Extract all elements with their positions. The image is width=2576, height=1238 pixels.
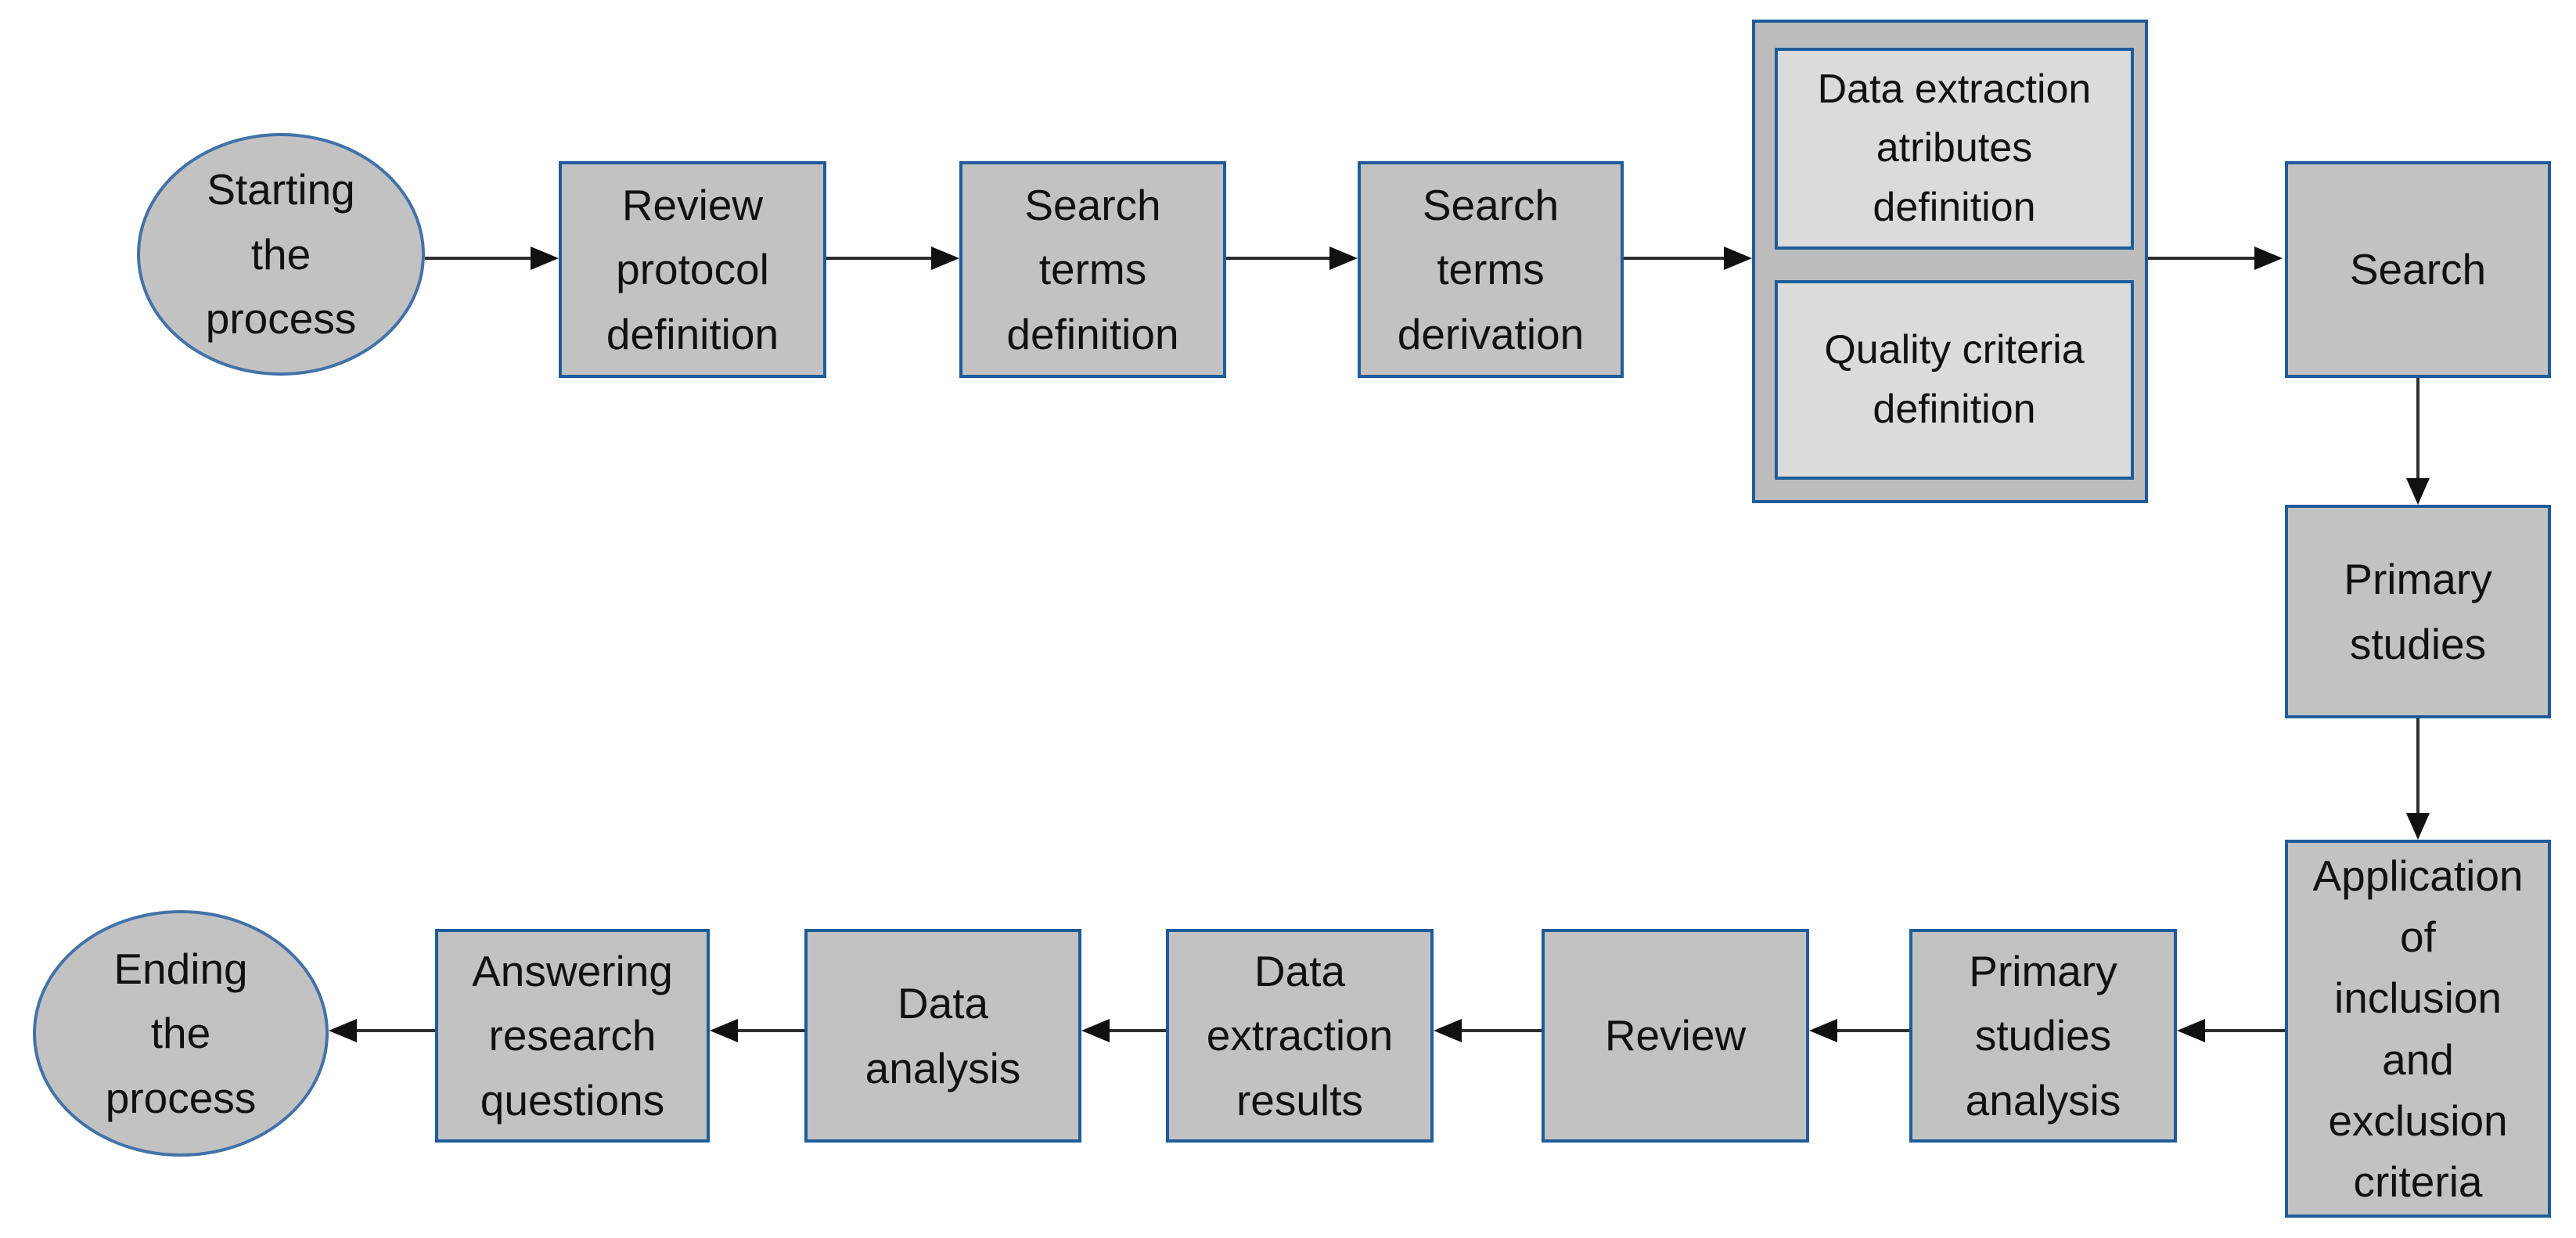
node-search: Search — [2285, 161, 2551, 378]
node-application-of-inclusion-and-exclusion-criteria: Application of inclusion and exclusion c… — [2285, 840, 2551, 1218]
node-label: Ending the process — [105, 944, 257, 1122]
node-label: Application of inclusion and exclusion c… — [2312, 851, 2524, 1206]
node-ending-the-process: Ending the process — [33, 910, 329, 1157]
node-data-extraction-atributes-definition: Data extraction atributes definition — [1775, 48, 2134, 250]
node-label: Search terms definition — [1006, 180, 1179, 358]
node-search-terms-definition: Search terms definition — [959, 161, 1226, 378]
arrow-search-terms-definition-to-derivation-icon — [1226, 247, 1358, 270]
arrow-derivation-to-definitions-group-icon — [1624, 247, 1752, 270]
definitions-group: Data extraction atributes definition Qua… — [1752, 20, 2148, 503]
node-search-terms-derivation: Search terms derivation — [1358, 161, 1624, 378]
node-label: Primary studies — [2344, 555, 2492, 668]
node-label: Review protocol definition — [606, 180, 779, 358]
node-label: Primary studies analysis — [1965, 946, 2121, 1125]
arrow-data-analysis-to-answering-icon — [710, 1019, 804, 1042]
node-starting-the-process: Starting the process — [137, 133, 425, 376]
node-label: Search — [2349, 245, 2487, 294]
arrow-primary-studies-to-application-icon — [2406, 718, 2430, 840]
arrow-starting-to-review-protocol-icon — [425, 247, 559, 270]
node-review-protocol-definition: Review protocol definition — [559, 161, 826, 378]
arrow-review-protocol-to-search-terms-definition-icon — [826, 247, 959, 270]
arrow-definitions-group-to-search-icon — [2148, 247, 2283, 270]
node-label: Data extraction results — [1206, 946, 1394, 1125]
arrow-data-extraction-results-to-data-analysis-icon — [1081, 1019, 1166, 1042]
node-primary-studies-analysis: Primary studies analysis — [1909, 929, 2177, 1143]
arrow-application-to-primary-studies-analysis-icon — [2177, 1019, 2285, 1042]
node-label: Data extraction atributes definition — [1817, 66, 2092, 230]
node-label: Data analysis — [865, 979, 1021, 1092]
node-quality-criteria-definition: Quality criteria definition — [1775, 280, 2134, 480]
node-label: Search terms derivation — [1397, 180, 1585, 358]
node-data-extraction-results: Data extraction results — [1166, 929, 1434, 1143]
arrow-review-to-data-extraction-results-icon — [1434, 1019, 1542, 1042]
arrow-primary-studies-analysis-to-review-icon — [1809, 1019, 1909, 1042]
node-label: Review — [1604, 1011, 1747, 1060]
node-review: Review — [1542, 929, 1809, 1143]
node-data-analysis: Data analysis — [804, 929, 1081, 1143]
node-label: Starting the process — [205, 165, 357, 344]
arrow-search-to-primary-studies-icon — [2406, 378, 2430, 505]
node-primary-studies: Primary studies — [2285, 505, 2551, 718]
node-label: Answering research questions — [472, 946, 673, 1125]
node-label: Quality criteria definition — [1824, 327, 2085, 432]
node-answering-research-questions: Answering research questions — [435, 929, 710, 1143]
arrow-answering-to-ending-icon — [329, 1019, 435, 1042]
